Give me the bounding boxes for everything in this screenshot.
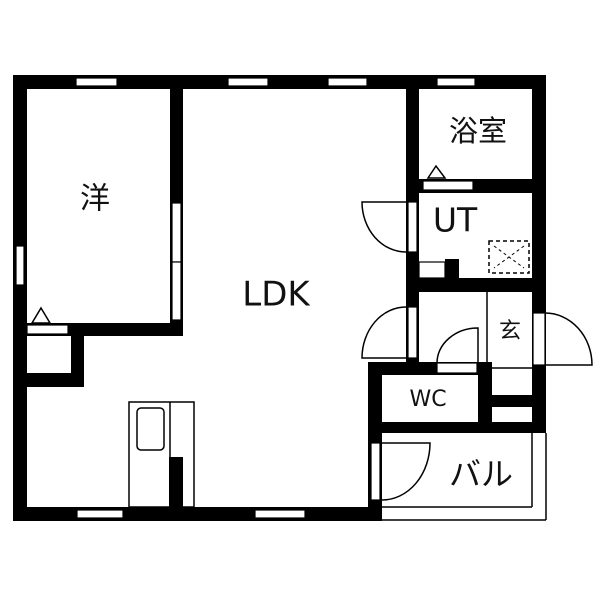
room-label-toilet: WC — [409, 387, 446, 412]
kitchen-counter — [128, 401, 195, 508]
room-label-utility: UT — [433, 201, 478, 240]
sink-icon — [136, 407, 165, 451]
room-label-ldk: LDK — [242, 275, 311, 315]
room-label-balcony: バル — [449, 455, 513, 493]
washing-machine-icon — [488, 240, 530, 274]
core-walls — [368, 89, 546, 520]
western-room-walls — [26, 89, 183, 387]
room-label-entrance: 玄 — [499, 319, 521, 344]
room-label-bathroom: 浴室 — [449, 114, 507, 148]
door-swings — [361, 201, 593, 501]
balcony-outline — [382, 433, 547, 521]
room-label-western: 洋 — [80, 182, 110, 217]
windows — [15, 77, 476, 519]
